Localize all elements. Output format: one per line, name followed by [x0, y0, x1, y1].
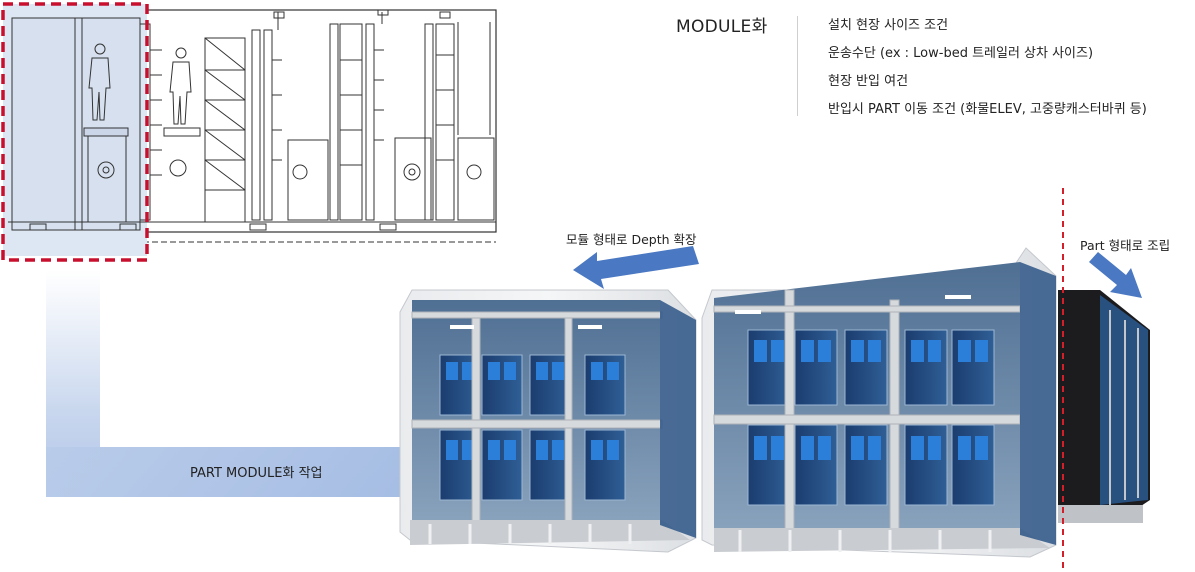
down-right-arrow-icon: [1089, 252, 1142, 298]
condition-list: 설치 현장 사이즈 조건 운송수단 (ex : Low-bed 트레일러 상차 …: [828, 12, 1188, 124]
module-left: [399, 289, 697, 553]
part-module-work-label: PART MODULE화 작업: [190, 466, 323, 481]
condition-item: 현장 반입 여건: [828, 74, 909, 89]
module-center: [701, 247, 1057, 558]
highlight-frame: [1, 2, 149, 262]
part-assembly-label: Part 형태로 조립: [1080, 238, 1171, 253]
module-title: MODULE화: [676, 17, 768, 37]
depth-expand-label: 모듈 형태로 Depth 확장: [566, 232, 697, 247]
technical-drawing: [3, 4, 497, 256]
condition-item: 반입시 PART 이동 조건 (화물ELEV, 고중량캐스터바퀴 등): [828, 102, 1147, 117]
left-arrow-icon: [573, 246, 699, 289]
person-figure-icon: [88, 43, 111, 121]
condition-item: 운송수단 (ex : Low-bed 트레일러 상차 사이즈): [828, 46, 1094, 61]
person-figure-icon: [169, 47, 192, 125]
module-right-part: [1058, 290, 1150, 523]
title-divider: [797, 16, 798, 116]
condition-item: 설치 현장 사이즈 조건: [828, 18, 949, 33]
